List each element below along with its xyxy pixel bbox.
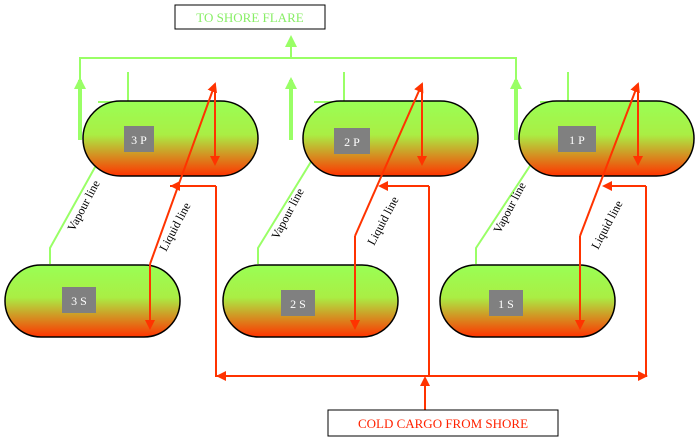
line-labels: Vapour line Liquid line Vapour line Liqu… [64,178,625,254]
tank-label-3s: 3 S [71,294,87,308]
liquid-rise-1 [579,82,640,237]
tank-1s[interactable] [439,264,616,338]
tank-2p[interactable] [302,100,479,177]
shore-flare-caption: TO SHORE FLARE [174,4,326,30]
liquid-line-label-1: Liquid line [588,198,625,251]
tank-label-2p: 2 P [344,135,360,149]
cold-cargo-caption: COLD CARGO FROM SHORE [327,409,559,437]
tank-label-3p: 3 P [131,133,147,147]
vapour-header [79,57,517,100]
tank-label-2s: 2 S [290,297,306,311]
liquid-line-label-3: Liquid line [156,200,193,253]
vapour-network [49,35,569,264]
tank-1p[interactable] [518,100,695,177]
liquid-rise-2 [354,82,424,237]
vapour-line-label-1: Vapour line [490,180,528,236]
liquid-rise-3 [149,82,217,265]
shore-flare-label: TO SHORE FLARE [196,10,303,25]
tank-label-1p: 1 P [569,133,585,147]
cold-cargo-label: COLD CARGO FROM SHORE [358,416,528,431]
tank-labels: 3 P 2 P 1 P 3 S 2 S 1 S [62,126,596,316]
tank-label-1s: 1 S [498,297,514,311]
liquid-network [145,82,648,410]
vapour-line-label-2: Vapour line [268,186,306,242]
tank-3p[interactable] [82,100,259,177]
